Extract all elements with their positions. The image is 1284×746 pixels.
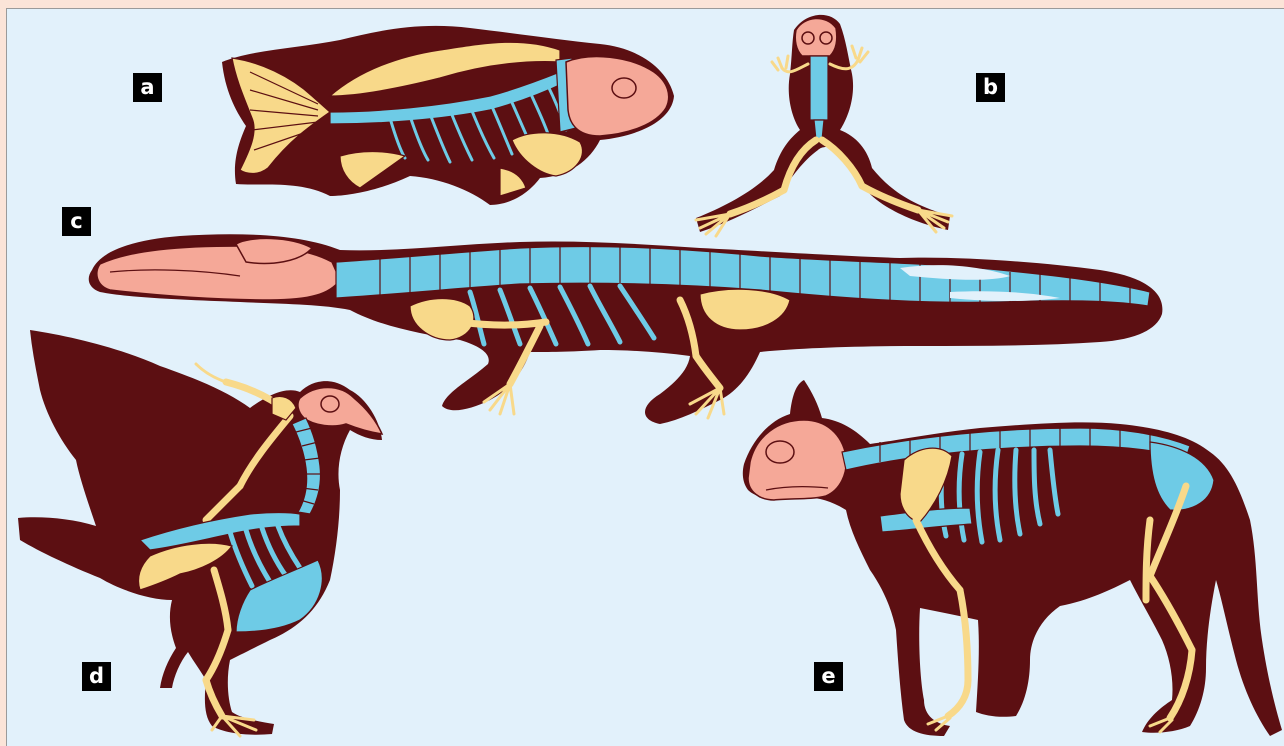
bird-skeleton <box>18 330 382 736</box>
panel-label-e: e <box>814 662 843 691</box>
alligator-skeleton <box>89 234 1163 424</box>
panel-label-b: b <box>976 73 1005 102</box>
panel-label-c: c <box>62 207 91 236</box>
panel-label-d: d <box>82 662 111 691</box>
fish-skeleton <box>222 26 674 205</box>
frog-skeleton <box>696 15 952 236</box>
panel-label-a: a <box>133 73 162 102</box>
